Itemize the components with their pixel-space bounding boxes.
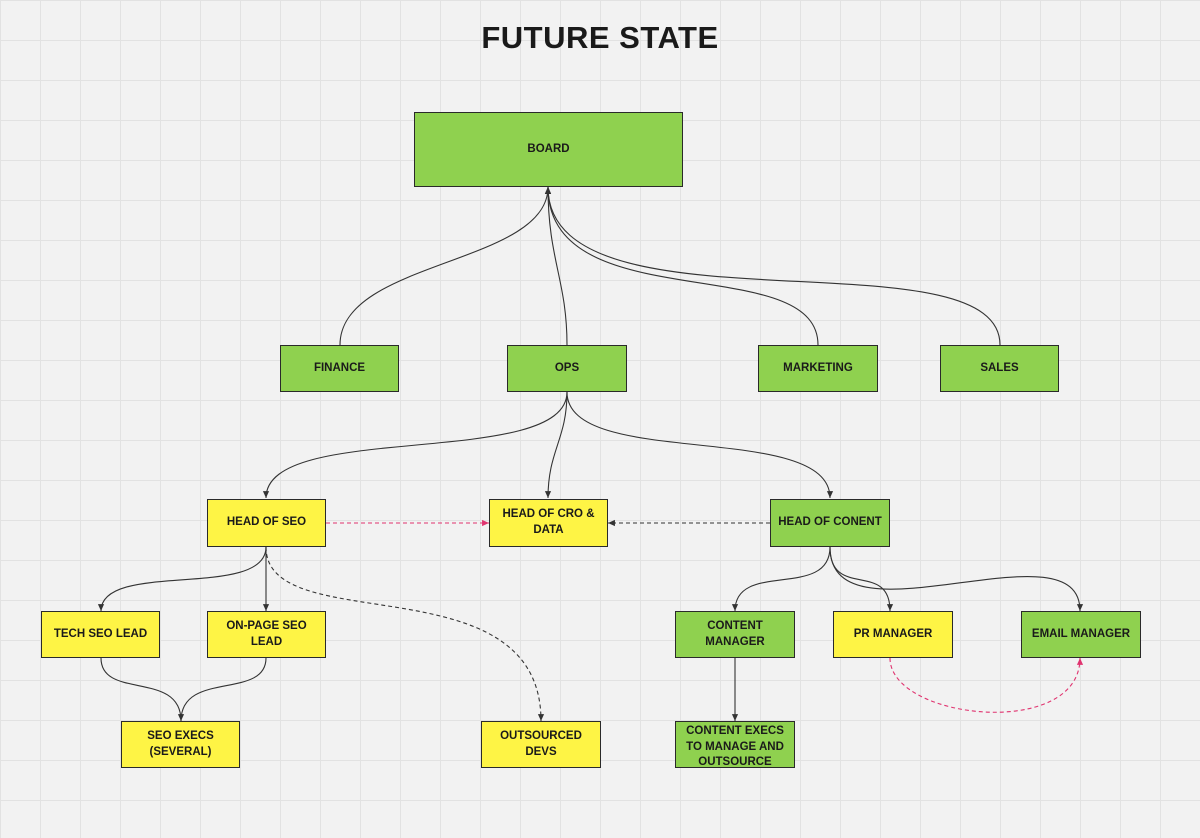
head-of-seo-node[interactable]: HEAD OF SEO <box>207 499 326 547</box>
connector-head-of-seo-tech-seo <box>97 546 267 612</box>
connector-ops-head-of-seo <box>262 391 568 499</box>
pr-manager-node[interactable]: PR MANAGER <box>833 611 953 658</box>
board-node[interactable]: BOARD <box>414 112 683 187</box>
tech-seo-lead-node[interactable]: TECH SEO LEAD <box>41 611 160 658</box>
marketing-node[interactable]: MARKETING <box>758 345 878 392</box>
connector-ops-head-of-content <box>566 391 834 499</box>
diagram-title: FUTURE STATE <box>481 20 719 55</box>
connector-on-page-seo-execs <box>180 657 267 722</box>
connector-ops-head-of-cro <box>544 391 568 499</box>
connector-ops-board <box>544 186 568 346</box>
content-manager-node[interactable]: CONTENT MANAGER <box>675 611 795 658</box>
outsourced-devs-node[interactable]: OUTSOURCED DEVS <box>481 721 601 768</box>
finance-node[interactable]: FINANCE <box>280 345 399 392</box>
connector-head-of-content-pr-manager <box>829 546 894 612</box>
head-of-content-node[interactable]: HEAD OF CONENT <box>770 499 890 547</box>
connector-marketing-board <box>544 186 819 346</box>
connector-head-of-content-email-manager <box>829 546 1084 612</box>
connector-sales-board <box>544 186 1001 346</box>
connector-tech-seo-execs <box>100 657 185 722</box>
connector-pr-manager-email-manager <box>889 657 1084 713</box>
on-page-seo-lead-node[interactable]: ON-PAGE SEO LEAD <box>207 611 326 658</box>
sales-node[interactable]: SALES <box>940 345 1059 392</box>
seo-execs-node[interactable]: SEO EXECS (SEVERAL) <box>121 721 240 768</box>
head-of-cro-data-node[interactable]: HEAD OF CRO & DATA <box>489 499 608 547</box>
content-execs-node[interactable]: CONTENT EXECS TO MANAGE AND OUTSOURCE <box>675 721 795 768</box>
email-manager-node[interactable]: EMAIL MANAGER <box>1021 611 1141 658</box>
connector-head-of-content-content-manager <box>731 546 831 612</box>
ops-node[interactable]: OPS <box>507 345 627 392</box>
connector-head-of-seo-outsourced-devs <box>265 546 545 722</box>
connector-finance-board <box>339 186 552 346</box>
